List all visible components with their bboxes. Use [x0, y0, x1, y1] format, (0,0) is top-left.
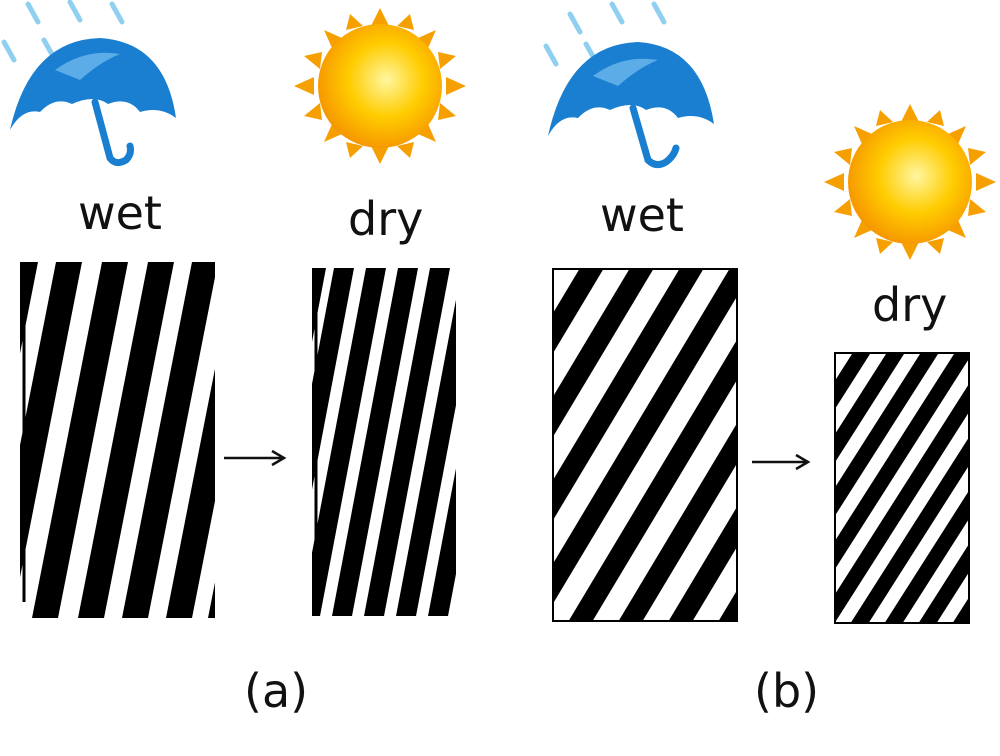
panel-a-caption: (a)	[244, 664, 309, 718]
dry-label: dry	[872, 278, 948, 332]
dry-stripe-block	[834, 352, 970, 624]
wet-label: wet	[600, 188, 684, 242]
arrow-icon	[224, 449, 287, 467]
sun-icon	[824, 104, 996, 260]
dry-label: dry	[348, 192, 424, 246]
panel-b: wet dry	[500, 0, 1000, 756]
panel-a: wet dry	[1, 0, 466, 718]
arrow-icon	[752, 453, 811, 471]
umbrella-rain-icon	[543, 1, 714, 169]
wet-label: wet	[78, 186, 162, 240]
panel-b-caption: (b)	[754, 664, 820, 718]
wet-stripe-block	[552, 268, 738, 622]
wet-stripe-block	[20, 262, 215, 618]
umbrella-rain-icon	[1, 0, 176, 167]
sun-icon	[294, 8, 466, 164]
dry-stripe-block	[312, 268, 456, 616]
